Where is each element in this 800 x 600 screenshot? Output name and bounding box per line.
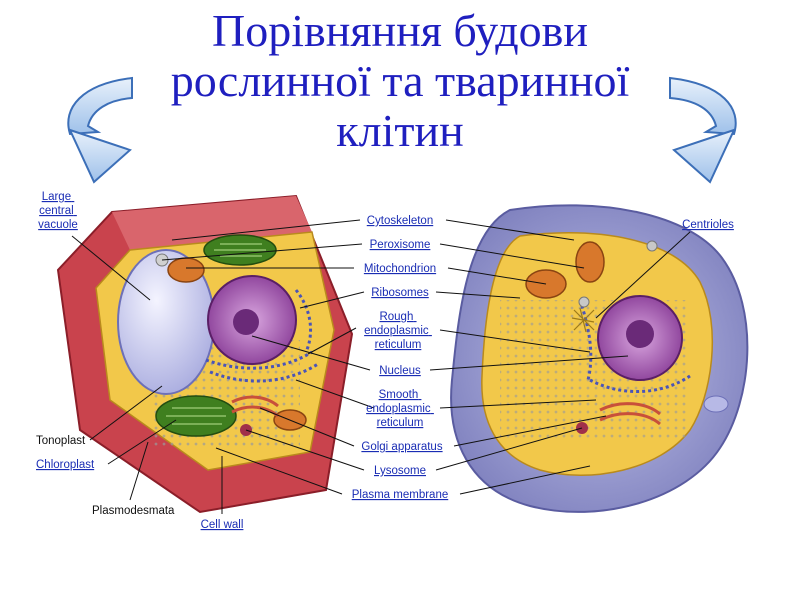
label-ribosomes[interactable]: Ribosomes <box>371 287 429 299</box>
slide-title: Порівняння будови рослинної та тваринної… <box>130 6 670 156</box>
centrioles <box>571 307 595 333</box>
animal-cell <box>450 204 749 513</box>
label-golgi-apparatus[interactable]: Golgi apparatus <box>361 441 442 453</box>
title-line-3: клітин <box>336 105 464 156</box>
label-lysosome[interactable]: Lysosome <box>374 465 426 477</box>
title-line-1: Порівняння будови <box>212 5 588 56</box>
label-large-central-vacuole[interactable]: Large central vacuole <box>38 191 78 231</box>
plant-mitochondrion <box>167 257 205 283</box>
title-line-2: рослинної та тваринної <box>170 55 630 106</box>
label-peroxisome[interactable]: Peroxisome <box>370 239 431 251</box>
plant-cell <box>56 194 354 514</box>
label-centrioles[interactable]: Centrioles <box>682 219 734 231</box>
label-nucleus[interactable]: Nucleus <box>379 365 421 377</box>
leader-lines <box>71 219 691 514</box>
label-smooth-er[interactable]: Smooth endoplasmic reticulum <box>366 389 434 429</box>
label-cytoskeleton[interactable]: Cytoskeleton <box>367 215 433 227</box>
label-cell-wall[interactable]: Cell wall <box>201 519 244 531</box>
label-chloroplast[interactable]: Chloroplast <box>36 459 95 471</box>
label-tonoplast: Tonoplast <box>36 435 86 447</box>
label-mitochondrion[interactable]: Mitochondrion <box>364 263 436 275</box>
label-rough-er[interactable]: Rough endoplasmic reticulum <box>364 311 432 351</box>
right-curved-arrow-icon <box>669 76 737 184</box>
left-curved-arrow-icon <box>67 76 133 184</box>
label-plasma-membrane[interactable]: Plasma membrane <box>352 489 449 501</box>
label-plasmodesmata: Plasmodesmata <box>92 505 175 517</box>
